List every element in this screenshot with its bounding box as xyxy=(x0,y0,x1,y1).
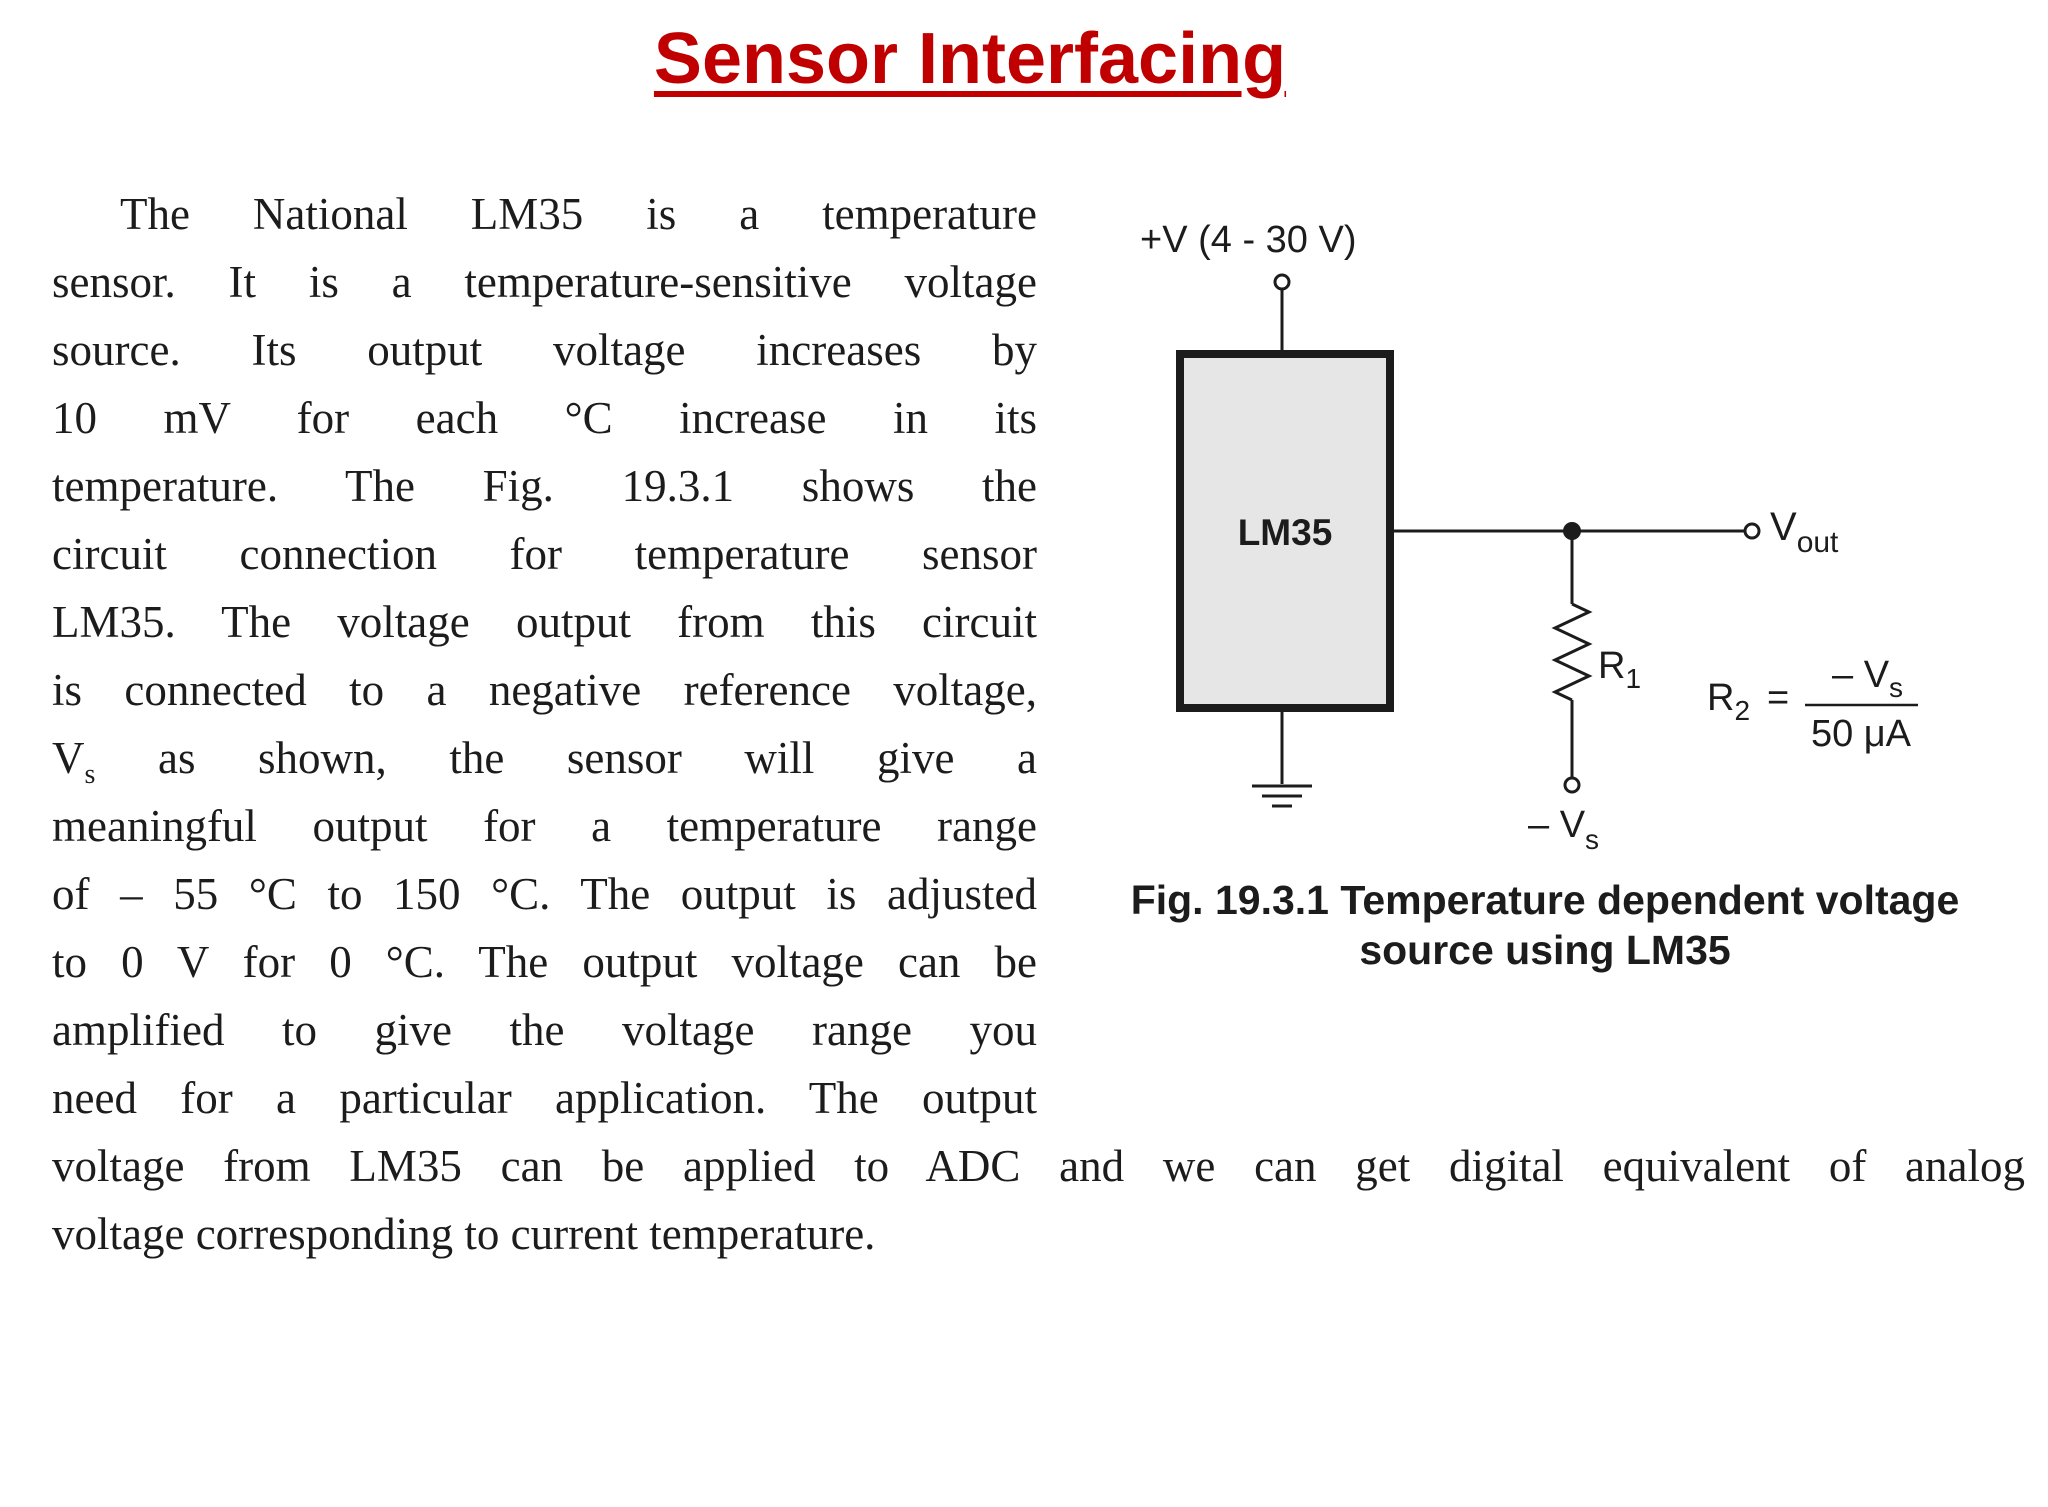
caption-line-2: source using LM35 xyxy=(1359,927,1731,973)
vout-label: Vout xyxy=(1770,505,1839,559)
paragraph-line: temperature. The Fig. 19.3.1 shows the xyxy=(52,461,1037,511)
paragraph-line: is connected to a negative reference vol… xyxy=(52,665,1037,715)
neg-vs-terminal xyxy=(1563,776,1581,794)
supply-terminal xyxy=(1273,273,1291,291)
vs-symbol: V xyxy=(52,733,85,783)
paragraph-line: The National LM35 is a temperature xyxy=(120,189,1037,239)
vout-terminal xyxy=(1743,522,1761,540)
paragraph-line: 10 mV for each °C increase in its xyxy=(52,393,1037,443)
slide-title: Sensor Interfacing xyxy=(653,19,1287,99)
figure-caption: Fig. 19.3.1 Temperature dependent voltag… xyxy=(1060,875,2030,975)
paragraph-line: to 0 V for 0 °C. The output voltage can … xyxy=(52,937,1037,987)
paragraph-line: circuit connection for temperature senso… xyxy=(52,529,1037,579)
paragraph-line: amplified to give the voltage range you xyxy=(52,1005,1037,1055)
formula-numerator: – Vs xyxy=(1832,654,1903,703)
paragraph-line: source. Its output voltage increases by xyxy=(52,325,1037,375)
r1-resistor xyxy=(1551,602,1593,702)
paragraph-line: of – 55 °C to 150 °C. The output is adju… xyxy=(52,869,1037,919)
r2-label: R2 xyxy=(1707,677,1750,726)
neg-vs-label: – Vs xyxy=(1528,804,1599,855)
formula-denominator: 50 μA xyxy=(1811,713,1912,755)
paragraph-line: voltage corresponding to current tempera… xyxy=(52,1209,876,1259)
r1-label: R1 xyxy=(1598,645,1641,694)
paragraph-line: need for a particular application. The o… xyxy=(52,1073,1037,1123)
vs-subscript: s xyxy=(84,759,96,790)
ic-label: LM35 xyxy=(1238,512,1333,553)
paragraph-line-rest: as shown, the sensor will give a xyxy=(95,733,1037,783)
equals-sign: = xyxy=(1767,677,1789,719)
paragraph-line: meaningful output for a temperature rang… xyxy=(52,801,1037,851)
supply-label: +V (4 - 30 V) xyxy=(1140,219,1356,261)
paragraph-line: voltage from LM35 can be applied to ADC … xyxy=(52,1141,2025,1191)
paragraph-line: Vs as shown, the sensor will give a xyxy=(52,724,1037,792)
paragraph-line: LM35. The voltage output from this circu… xyxy=(52,597,1037,647)
paragraph-line: sensor. It is a temperature-sensitive vo… xyxy=(52,257,1037,307)
lm35-circuit-diagram: +V (4 - 30 V) LM35 Vout R1 – Vs R2 = – V… xyxy=(1140,219,1918,855)
caption-line-1: Fig. 19.3.1 Temperature dependent voltag… xyxy=(1130,877,1960,923)
lm35-ic xyxy=(1176,350,1394,712)
